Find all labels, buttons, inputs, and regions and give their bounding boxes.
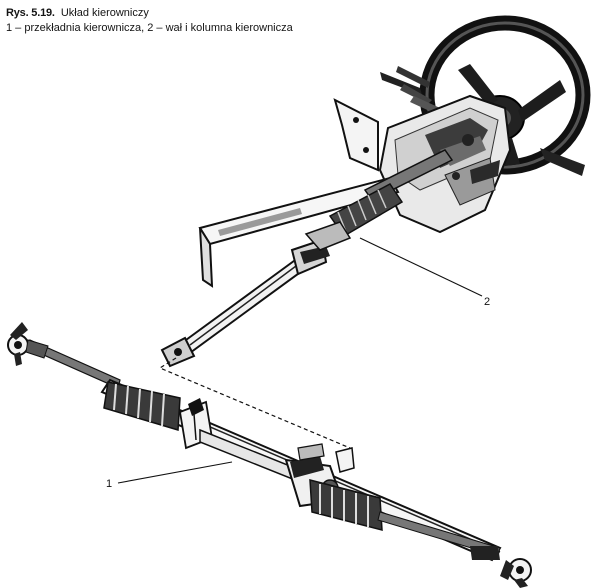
callout-1: 1 <box>106 461 233 490</box>
figure-legend: 1 – przekładnia kierownicza, 2 – wał i k… <box>6 22 293 34</box>
column-stalk-levers <box>380 66 440 114</box>
steering-rack-assembly <box>7 322 532 588</box>
callout-1-number: 1 <box>106 478 112 490</box>
cross-member-beam <box>198 176 400 288</box>
figure-caption: Rys. 5.19. Układ kierowniczy 1 – przekła… <box>6 6 293 36</box>
figure-number: Rys. 5.19. <box>6 7 55 19</box>
assembly-dashed-line <box>158 357 351 468</box>
figure-title: Układ kierowniczy <box>60 7 149 19</box>
intermediate-shaft <box>160 221 352 368</box>
callout-2: 2 <box>359 237 490 308</box>
callout-2-number: 2 <box>484 296 490 308</box>
mounting-bracket <box>333 98 379 172</box>
